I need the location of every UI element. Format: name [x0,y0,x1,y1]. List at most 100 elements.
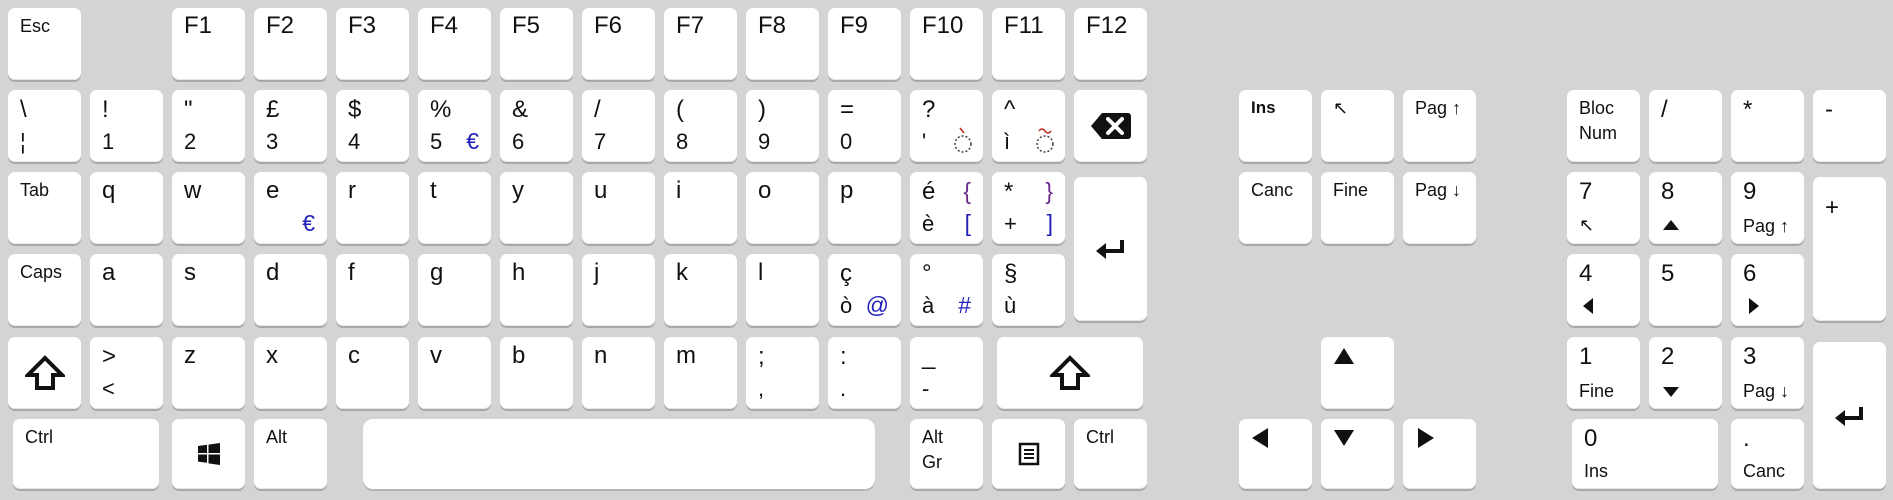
key-arrow-right[interactable] [1403,419,1476,489]
key-f7[interactable]: F7 [664,8,737,80]
key-caps-lock[interactable]: Caps [8,254,81,326]
key-page-down[interactable]: Pag ↓ [1403,172,1476,244]
key-end[interactable]: Fine [1321,172,1394,244]
key-q[interactable]: q [90,172,163,244]
key-plus[interactable]: * + } ] [992,172,1065,244]
key-numpad-0[interactable]: 0 Ins [1572,419,1718,489]
key-numpad-enter[interactable] [1813,342,1886,489]
key-7[interactable]: / 7 [582,90,655,162]
key-3[interactable]: £ 3 [254,90,327,162]
key-angle-bracket[interactable]: > < [90,337,163,409]
key-1[interactable]: ! 1 [90,90,163,162]
key-numpad-9[interactable]: 9 Pag ↑ [1731,172,1804,244]
key-arrow-up[interactable] [1321,337,1394,409]
key-f11[interactable]: F11 [992,8,1065,80]
key-6[interactable]: & 6 [500,90,573,162]
key-f[interactable]: f [336,254,409,326]
key-4[interactable]: $ 4 [336,90,409,162]
key-num-lock[interactable]: Bloc Num [1567,90,1640,162]
key-backslash[interactable]: \ ¦ [8,90,81,162]
key-f3[interactable]: F3 [336,8,409,80]
key-numpad-plus[interactable]: + [1813,177,1886,321]
key-agrave[interactable]: ° à # [910,254,983,326]
key-numpad-minus[interactable]: - [1813,90,1886,162]
key-t[interactable]: t [418,172,491,244]
key-esc[interactable]: Esc [8,8,81,80]
key-altgr[interactable]: Alt Gr [910,419,983,489]
key-numpad-1[interactable]: 1 Fine [1567,337,1640,409]
key-numpad-6[interactable]: 6 [1731,254,1804,326]
key-delete[interactable]: Canc [1239,172,1312,244]
key-w[interactable]: w [172,172,245,244]
key-alt[interactable]: Alt [254,419,327,489]
key-z[interactable]: z [172,337,245,409]
key-insert[interactable]: Ins [1239,90,1312,162]
key-f12[interactable]: F12 [1074,8,1147,80]
key-b[interactable]: b [500,337,573,409]
key-arrow-down[interactable] [1321,419,1394,489]
key-numpad-5[interactable]: 5 [1649,254,1722,326]
key-windows[interactable] [172,419,245,489]
key-f9[interactable]: F9 [828,8,901,80]
key-5[interactable]: % 5 € [418,90,491,162]
key-0[interactable]: = 0 [828,90,901,162]
key-space[interactable] [363,419,875,489]
key-m[interactable]: m [664,337,737,409]
key-numpad-3[interactable]: 3 Pag ↓ [1731,337,1804,409]
key-home[interactable]: ↖ [1321,90,1394,162]
key-2[interactable]: " 2 [172,90,245,162]
key-y[interactable]: y [500,172,573,244]
key-shift-right[interactable] [997,337,1143,409]
key-ograve[interactable]: ç ò @ [828,254,901,326]
key-x[interactable]: x [254,337,327,409]
key-a[interactable]: a [90,254,163,326]
key-h[interactable]: h [500,254,573,326]
key-numpad-7[interactable]: 7 ↖ [1567,172,1640,244]
key-f1[interactable]: F1 [172,8,245,80]
key-numpad-8[interactable]: 8 [1649,172,1722,244]
key-g[interactable]: g [418,254,491,326]
key-j[interactable]: j [582,254,655,326]
key-page-up[interactable]: Pag ↑ [1403,90,1476,162]
key-numpad-decimal[interactable]: . Canc [1731,419,1804,489]
key-apostrophe[interactable]: ? ' [910,90,983,162]
key-f6[interactable]: F6 [582,8,655,80]
key-l[interactable]: l [746,254,819,326]
key-igrave[interactable]: ^ ì [992,90,1065,162]
key-ctrl-left[interactable]: Ctrl [13,419,159,489]
key-f10[interactable]: F10 [910,8,983,80]
key-v[interactable]: v [418,337,491,409]
key-numpad-4[interactable]: 4 [1567,254,1640,326]
key-tab[interactable]: Tab [8,172,81,244]
key-ugrave[interactable]: § ù [992,254,1065,326]
key-numpad-2[interactable]: 2 [1649,337,1722,409]
key-8[interactable]: ( 8 [664,90,737,162]
key-e[interactable]: e € [254,172,327,244]
key-numpad-multiply[interactable]: * [1731,90,1804,162]
key-k[interactable]: k [664,254,737,326]
key-s[interactable]: s [172,254,245,326]
key-period[interactable]: : . [828,337,901,409]
key-dash[interactable]: _ - [910,337,983,409]
key-f2[interactable]: F2 [254,8,327,80]
key-u[interactable]: u [582,172,655,244]
key-shift-left[interactable] [8,337,81,409]
key-numpad-divide[interactable]: / [1649,90,1722,162]
key-enter[interactable] [1074,177,1147,321]
key-f4[interactable]: F4 [418,8,491,80]
key-arrow-left[interactable] [1239,419,1312,489]
key-p[interactable]: p [828,172,901,244]
key-ctrl-right[interactable]: Ctrl [1074,419,1147,489]
key-comma[interactable]: ; , [746,337,819,409]
key-egrave[interactable]: é è { [ [910,172,983,244]
key-i[interactable]: i [664,172,737,244]
key-d[interactable]: d [254,254,327,326]
key-f8[interactable]: F8 [746,8,819,80]
key-9[interactable]: ) 9 [746,90,819,162]
key-n[interactable]: n [582,337,655,409]
key-f5[interactable]: F5 [500,8,573,80]
key-o[interactable]: o [746,172,819,244]
key-menu[interactable] [992,419,1065,489]
key-r[interactable]: r [336,172,409,244]
key-c[interactable]: c [336,337,409,409]
